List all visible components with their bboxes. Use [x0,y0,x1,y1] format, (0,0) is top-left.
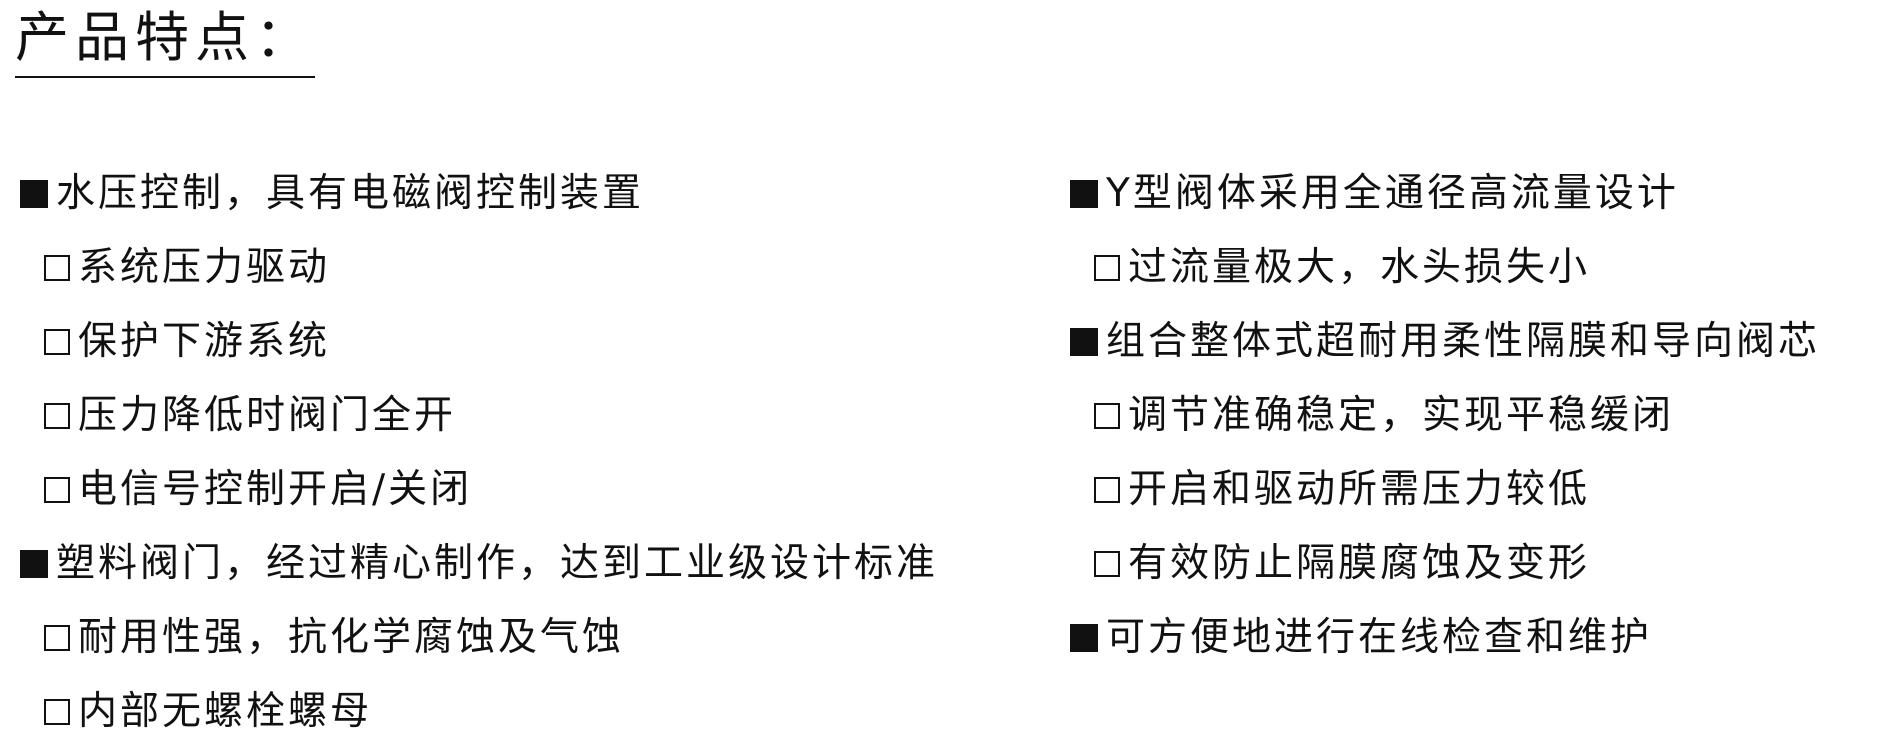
feature-text: 组合整体式超耐用柔性隔膜和导向阀芯 [1106,319,1821,364]
feature-text: 系统压力驱动 [78,245,331,290]
filled-square-bullet-icon [20,180,48,208]
hollow-square-bullet-icon [44,329,70,355]
feature-text: 电信号控制开启/关闭 [78,467,473,512]
feature-text: 水压控制，具有电磁阀控制装置 [56,171,645,216]
feature-text: 调节准确稳定，实现平稳缓闭 [1128,393,1675,438]
feature-text: 有效防止隔膜腐蚀及变形 [1128,541,1591,586]
feature-item-sub: 耐用性强，抗化学腐蚀及气蚀 [20,601,938,675]
hollow-square-bullet-icon [44,477,70,503]
feature-item-sub: 过流量极大，水头损失小 [1070,231,1820,305]
feature-text: Y型阀体采用全通径高流量设计 [1106,171,1679,216]
filled-square-bullet-icon [1070,624,1098,652]
feature-item-main: 组合整体式超耐用柔性隔膜和导向阀芯 [1070,305,1820,379]
feature-text: 压力降低时阀门全开 [78,393,457,438]
filled-square-bullet-icon [1070,328,1098,356]
feature-item-sub: 电信号控制开启/关闭 [20,453,938,527]
feature-text: 内部无螺栓螺母 [78,689,373,734]
feature-item-main: 塑料阀门，经过精心制作，达到工业级设计标准 [20,527,938,601]
feature-list-right: Y型阀体采用全通径高流量设计 过流量极大，水头损失小 组合整体式超耐用柔性隔膜和… [1070,157,1820,675]
feature-item-sub: 调节准确稳定，实现平稳缓闭 [1070,379,1820,453]
feature-text: 过流量极大，水头损失小 [1128,245,1591,290]
feature-item-sub: 开启和驱动所需压力较低 [1070,453,1820,527]
hollow-square-bullet-icon [1094,255,1120,281]
hollow-square-bullet-icon [1094,551,1120,577]
hollow-square-bullet-icon [44,403,70,429]
filled-square-bullet-icon [1070,180,1098,208]
feature-text: 开启和驱动所需压力较低 [1128,467,1591,512]
hollow-square-bullet-icon [1094,477,1120,503]
feature-item-main: Y型阀体采用全通径高流量设计 [1070,157,1820,231]
hollow-square-bullet-icon [44,699,70,725]
feature-text: 保护下游系统 [78,319,331,364]
feature-item-main: 可方便地进行在线检查和维护 [1070,601,1820,675]
hollow-square-bullet-icon [44,625,70,651]
hollow-square-bullet-icon [1094,403,1120,429]
feature-item-sub: 内部无螺栓螺母 [20,675,938,749]
feature-text: 耐用性强，抗化学腐蚀及气蚀 [78,615,625,660]
feature-list-left: 水压控制，具有电磁阀控制装置 系统压力驱动 保护下游系统 压力降低时阀门全开 电… [20,157,938,749]
feature-text: 塑料阀门，经过精心制作，达到工业级设计标准 [56,541,939,586]
feature-item-main: 水压控制，具有电磁阀控制装置 [20,157,938,231]
feature-item-sub: 系统压力驱动 [20,231,938,305]
feature-item-sub: 压力降低时阀门全开 [20,379,938,453]
filled-square-bullet-icon [20,550,48,578]
feature-item-sub: 保护下游系统 [20,305,938,379]
page-title: 产品特点： [15,6,315,78]
feature-text: 可方便地进行在线检查和维护 [1106,615,1653,660]
feature-item-sub: 有效防止隔膜腐蚀及变形 [1070,527,1820,601]
hollow-square-bullet-icon [44,255,70,281]
